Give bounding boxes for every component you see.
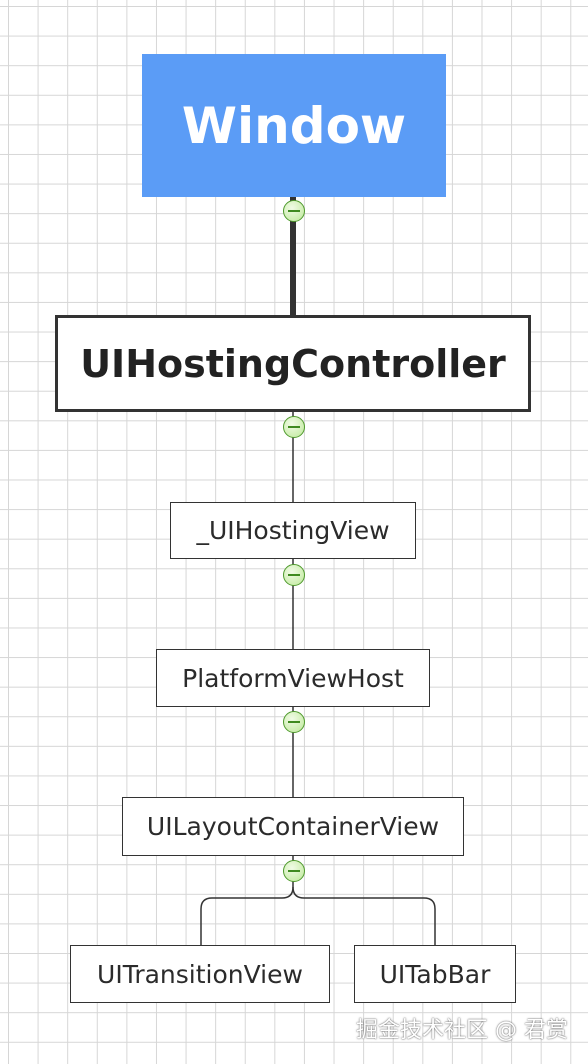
collapse-minus-icon[interactable] — [283, 416, 305, 438]
connector-layoutcontainer-transitionview — [200, 854, 294, 946]
collapse-minus-icon[interactable] — [283, 860, 305, 882]
node-uitabbar-label: UITabBar — [379, 959, 491, 989]
connector-layoutcontainer-tabbar — [292, 886, 436, 946]
node-uitransitionview-label: UITransitionView — [97, 959, 303, 989]
node-uitransitionview[interactable]: UITransitionView — [70, 945, 330, 1003]
node-uihostingcontroller-label: UIHostingController — [80, 341, 506, 386]
node-platformviewhost-label: PlatformViewHost — [182, 663, 404, 693]
node-uitabbar[interactable]: UITabBar — [354, 945, 516, 1003]
collapse-minus-icon[interactable] — [283, 200, 305, 222]
node-window[interactable]: Window — [142, 54, 446, 197]
node-uihostingview[interactable]: _UIHostingView — [170, 502, 416, 559]
node-uilayoutcontainerview-label: UILayoutContainerView — [146, 812, 440, 841]
node-uilayoutcontainerview[interactable]: UILayoutContainerView — [122, 797, 464, 856]
watermark-text: 掘金技术社区 @ 君赏 — [356, 1018, 568, 1043]
collapse-minus-icon[interactable] — [283, 711, 305, 733]
node-platformviewhost[interactable]: PlatformViewHost — [156, 649, 430, 707]
node-uihostingcontroller[interactable]: UIHostingController — [55, 315, 531, 412]
node-window-label: Window — [181, 96, 407, 155]
collapse-minus-icon[interactable] — [283, 564, 305, 586]
node-uihostingview-label: _UIHostingView — [196, 516, 390, 545]
